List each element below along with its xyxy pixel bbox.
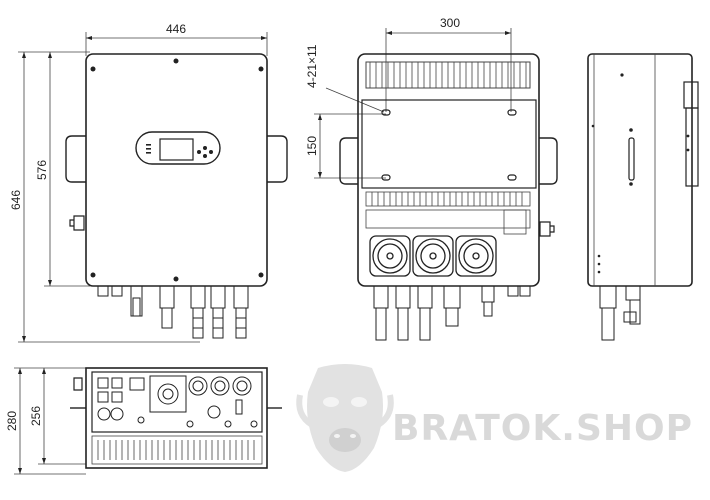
back-housing <box>357 53 540 287</box>
back-left-handle <box>339 137 358 185</box>
bottom-terminals <box>97 375 258 428</box>
bottom-housing <box>85 367 268 469</box>
top-heatsink <box>365 61 531 89</box>
lower-heatsink <box>365 191 531 235</box>
front-left-handle <box>65 135 86 183</box>
back-view: 300 4-21×11 150 <box>305 16 558 341</box>
wall-bracket <box>685 107 699 187</box>
front-bottom-connectors <box>97 285 249 339</box>
back-bottom-connectors <box>373 285 531 341</box>
dim-front-height-inner: 576 <box>35 160 49 180</box>
bottom-lock-icon <box>73 377 83 391</box>
side-view <box>587 53 699 341</box>
front-right-handle <box>267 135 288 183</box>
back-lock-icon <box>539 221 555 237</box>
bottom-view: 280 256 <box>5 367 282 475</box>
dim-back-hole-spec: 4-21×11 <box>305 44 319 88</box>
connector-panel <box>91 371 263 433</box>
side-bottom-connectors <box>599 285 641 341</box>
keypad-buttons-icon <box>197 146 213 158</box>
gorilla-logo-icon <box>296 364 394 472</box>
dim-front-width: 446 <box>166 22 186 36</box>
side-handle <box>628 137 635 181</box>
indicator-led-icon <box>146 144 151 154</box>
mounting-holes <box>381 109 517 181</box>
watermark-text: BRATOK.SHOP <box>392 408 693 449</box>
dim-back-hole-spacing: 300 <box>440 16 460 30</box>
dim-front-height-outer: 646 <box>9 190 23 210</box>
lcd-screen <box>159 138 194 161</box>
wall-bracket-top <box>683 81 699 109</box>
front-lock-icon <box>69 215 85 231</box>
dim-back-vertical-spacing: 150 <box>305 136 319 156</box>
dim-bottom-depth-inner: 256 <box>29 406 43 426</box>
display-panel <box>135 131 221 165</box>
cooling-fans <box>369 235 497 277</box>
watermark: BRATOK.SHOP <box>296 364 693 472</box>
front-housing <box>85 53 268 287</box>
side-housing <box>587 53 693 287</box>
dim-bottom-depth-outer: 280 <box>5 411 19 431</box>
back-right-handle <box>539 137 558 185</box>
mounting-plate <box>361 99 537 189</box>
bottom-vents <box>91 435 263 465</box>
front-view: 446 646 576 <box>9 22 288 343</box>
